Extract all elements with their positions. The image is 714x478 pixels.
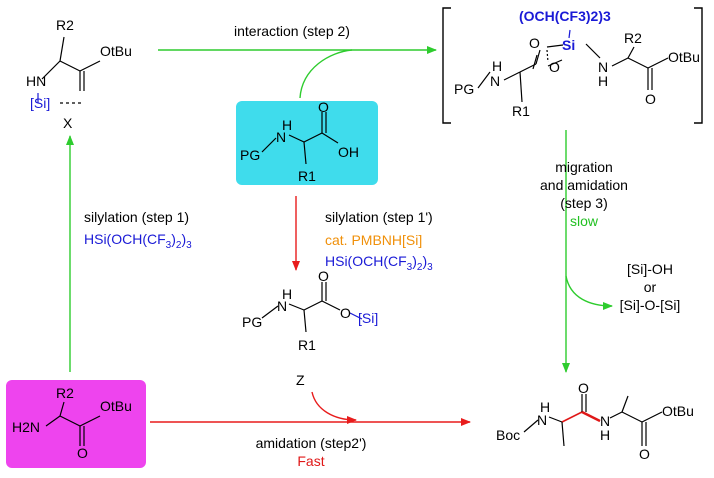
dipeptide-boc-label: Boc [496, 427, 520, 443]
compound-x-ester-label: OtBu [100, 43, 132, 59]
intermediate-n-label: N [490, 73, 500, 89]
acid-o-label: O [318, 99, 329, 115]
intermediate-o2-label: O [549, 59, 560, 75]
acid-to-interaction-curve [299, 49, 353, 99]
byproduct-line2: or [644, 279, 657, 295]
intermediate-r2-label: R2 [624, 30, 642, 46]
interaction-label: interaction (step 2) [234, 23, 350, 39]
intermediate-r1-label: R1 [512, 103, 530, 119]
acid-highlight-box [236, 101, 378, 185]
acid-r1-label: R1 [298, 168, 316, 184]
acid-h-label: H [282, 117, 292, 133]
migration-line3: (step 3) [560, 195, 607, 211]
silyl-ester-o2-label: O [340, 305, 351, 321]
dipeptide-n2-label: N [600, 413, 610, 429]
intermediate-h2-label: H [598, 73, 608, 89]
intermediate-o3-label: O [645, 91, 656, 107]
compound-x-nh-label: HN [26, 73, 46, 89]
silyl-ester-z-label: Z [296, 372, 305, 388]
byproduct-line1: [Si]-OH [627, 261, 673, 277]
migration-line2: and amidation [540, 177, 628, 193]
dipeptide-h2-label: H [600, 427, 610, 443]
compound-x-label: X [63, 115, 73, 131]
amine-ester-label: OtBu [100, 398, 132, 414]
silylation-prime-reagent: HSi(OCH(CF3)2)3 [325, 253, 433, 273]
dipeptide-h1-label: H [540, 399, 550, 415]
silyl-ester-pg-label: PG [242, 314, 262, 330]
silylation-prime-label: silylation (step 1') [325, 209, 433, 225]
intermediate-ester-label: OtBu [668, 49, 700, 65]
byproduct-line3: [Si]-O-[Si] [620, 297, 681, 313]
intermediate-pg-label: PG [454, 81, 474, 97]
silyl-ester-r1-label: R1 [298, 337, 316, 353]
amine-bonds [45, 401, 101, 446]
amidation-label: amidation (step2') [256, 435, 367, 451]
dipeptide-o2-label: O [639, 446, 650, 462]
intermediate-brackets [442, 7, 703, 124]
acid-bonds [261, 112, 339, 165]
silylation-reagent: HSi(OCH(CF3)2)3 [84, 231, 192, 251]
silyl-ester-h-label: H [282, 286, 292, 302]
dipeptide-ester-label: OtBu [662, 403, 694, 419]
amine-h2n-label: H2N [12, 419, 40, 435]
migration-rate: slow [570, 213, 599, 229]
silyl-ester-bonds [261, 282, 363, 333]
compound-x [37, 36, 101, 104]
acid-n-label: N [276, 129, 286, 145]
intermediate-bonds [477, 29, 669, 103]
silyl-ester-o-label: O [318, 268, 329, 284]
silylation-label: silylation (step 1) [84, 209, 189, 225]
compound-x-r2-label: R2 [56, 17, 74, 33]
amine-r2-label: R2 [56, 385, 74, 401]
z-curve-arrow [311, 391, 357, 424]
dipeptide-n1-label: N [537, 412, 547, 428]
migration-line1: migration [555, 159, 613, 175]
intermediate-h-label: H [492, 58, 502, 74]
silyl-ester-si-label: [Si] [358, 310, 378, 326]
byproduct-curve-arrow [565, 275, 613, 310]
silylation-prime-catalyst: cat. PMBNH[Si] [325, 232, 422, 248]
acid-oh-label: OH [338, 144, 359, 160]
silyl-ester-n-label: N [277, 298, 287, 314]
intermediate-si-group: (OCH(CF3)2)3 [519, 8, 611, 24]
intermediate-n2-label: N [598, 59, 608, 75]
compound-x-silyl-label: [Si] [30, 95, 50, 111]
dipeptide-bonds [523, 394, 663, 447]
amine-o-label: O [77, 445, 88, 461]
amidation-rate: Fast [297, 453, 324, 469]
dipeptide-o1-label: O [578, 380, 589, 396]
acid-pg-label: PG [240, 147, 260, 163]
intermediate-si: Si [562, 37, 575, 53]
intermediate-o1-label: O [529, 35, 540, 51]
